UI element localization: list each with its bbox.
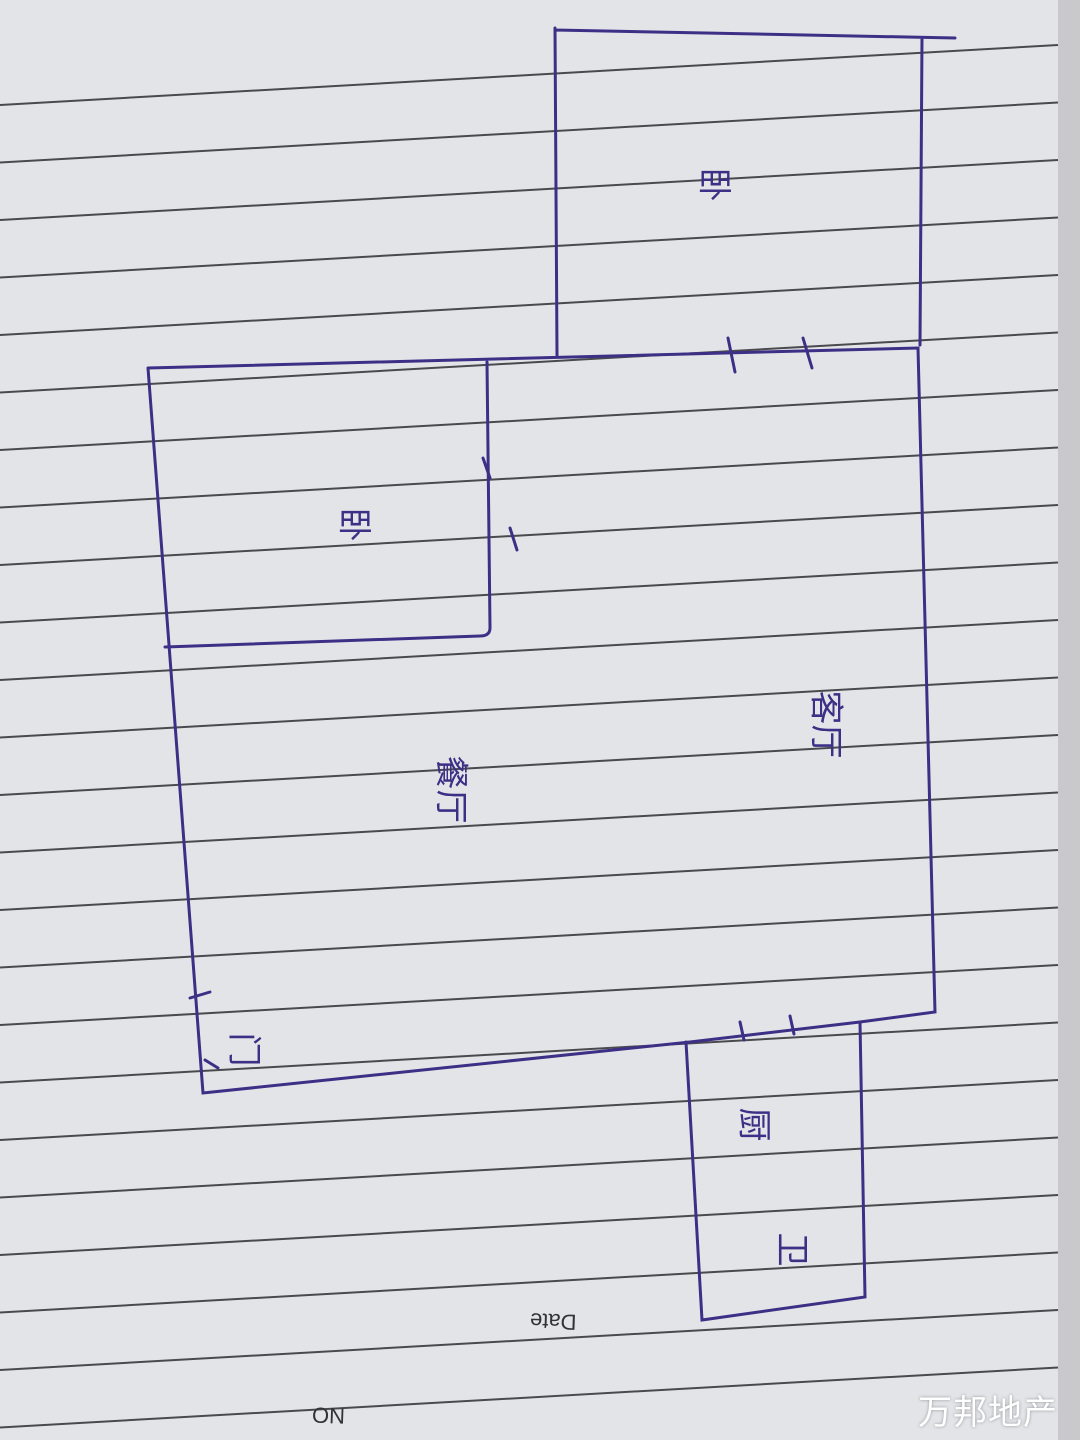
ruled-line — [0, 849, 1059, 911]
page-edge — [1058, 0, 1080, 1440]
ruled-line — [0, 1136, 1059, 1199]
ruled-line — [0, 734, 1059, 796]
ruled-line — [0, 791, 1059, 854]
ruled-line — [0, 1366, 1059, 1429]
kitchen-label: 厨 — [733, 1107, 774, 1142]
ruled-line — [0, 101, 1059, 164]
dining-room-label: 餐厅 — [430, 755, 471, 824]
bedroom-2-walls — [163, 360, 492, 649]
ruled-line — [0, 274, 1059, 336]
ruled-lines — [0, 44, 1059, 1429]
bedroom-2-label: 卧 — [333, 507, 374, 542]
ruled-line — [0, 619, 1059, 681]
ruled-line — [0, 446, 1059, 509]
no-label: NO — [311, 1402, 346, 1429]
ruled-line — [0, 504, 1059, 566]
bedroom-1-label: 卧 — [693, 167, 734, 202]
ruled-line — [0, 1194, 1059, 1256]
ruled-line — [0, 1021, 1059, 1084]
ruled-line — [0, 561, 1059, 624]
ruled-line — [0, 389, 1059, 451]
ruled-line — [0, 906, 1059, 969]
bathroom-label: 卫 — [771, 1232, 812, 1267]
ruled-line — [0, 331, 1059, 394]
floor-plan — [146, 26, 957, 1322]
date-label: Date — [529, 1308, 577, 1335]
ruled-line — [0, 1309, 1059, 1371]
ruled-line — [0, 1079, 1059, 1141]
ruled-line — [0, 216, 1059, 279]
bedroom-1-walls — [553, 26, 957, 357]
door-marks — [188, 336, 814, 1070]
kitchen-walls — [684, 1020, 867, 1322]
ruled-line — [0, 44, 1059, 106]
ruled-line — [0, 964, 1059, 1026]
ruled-line — [0, 159, 1059, 221]
ruled-line — [0, 1251, 1059, 1314]
living-room-label: 客厅 — [805, 690, 846, 759]
watermark-logo: 万邦地产 — [918, 1393, 1058, 1433]
entrance-door-label: 门 — [223, 1032, 264, 1067]
main-hall-walls — [146, 346, 937, 1095]
